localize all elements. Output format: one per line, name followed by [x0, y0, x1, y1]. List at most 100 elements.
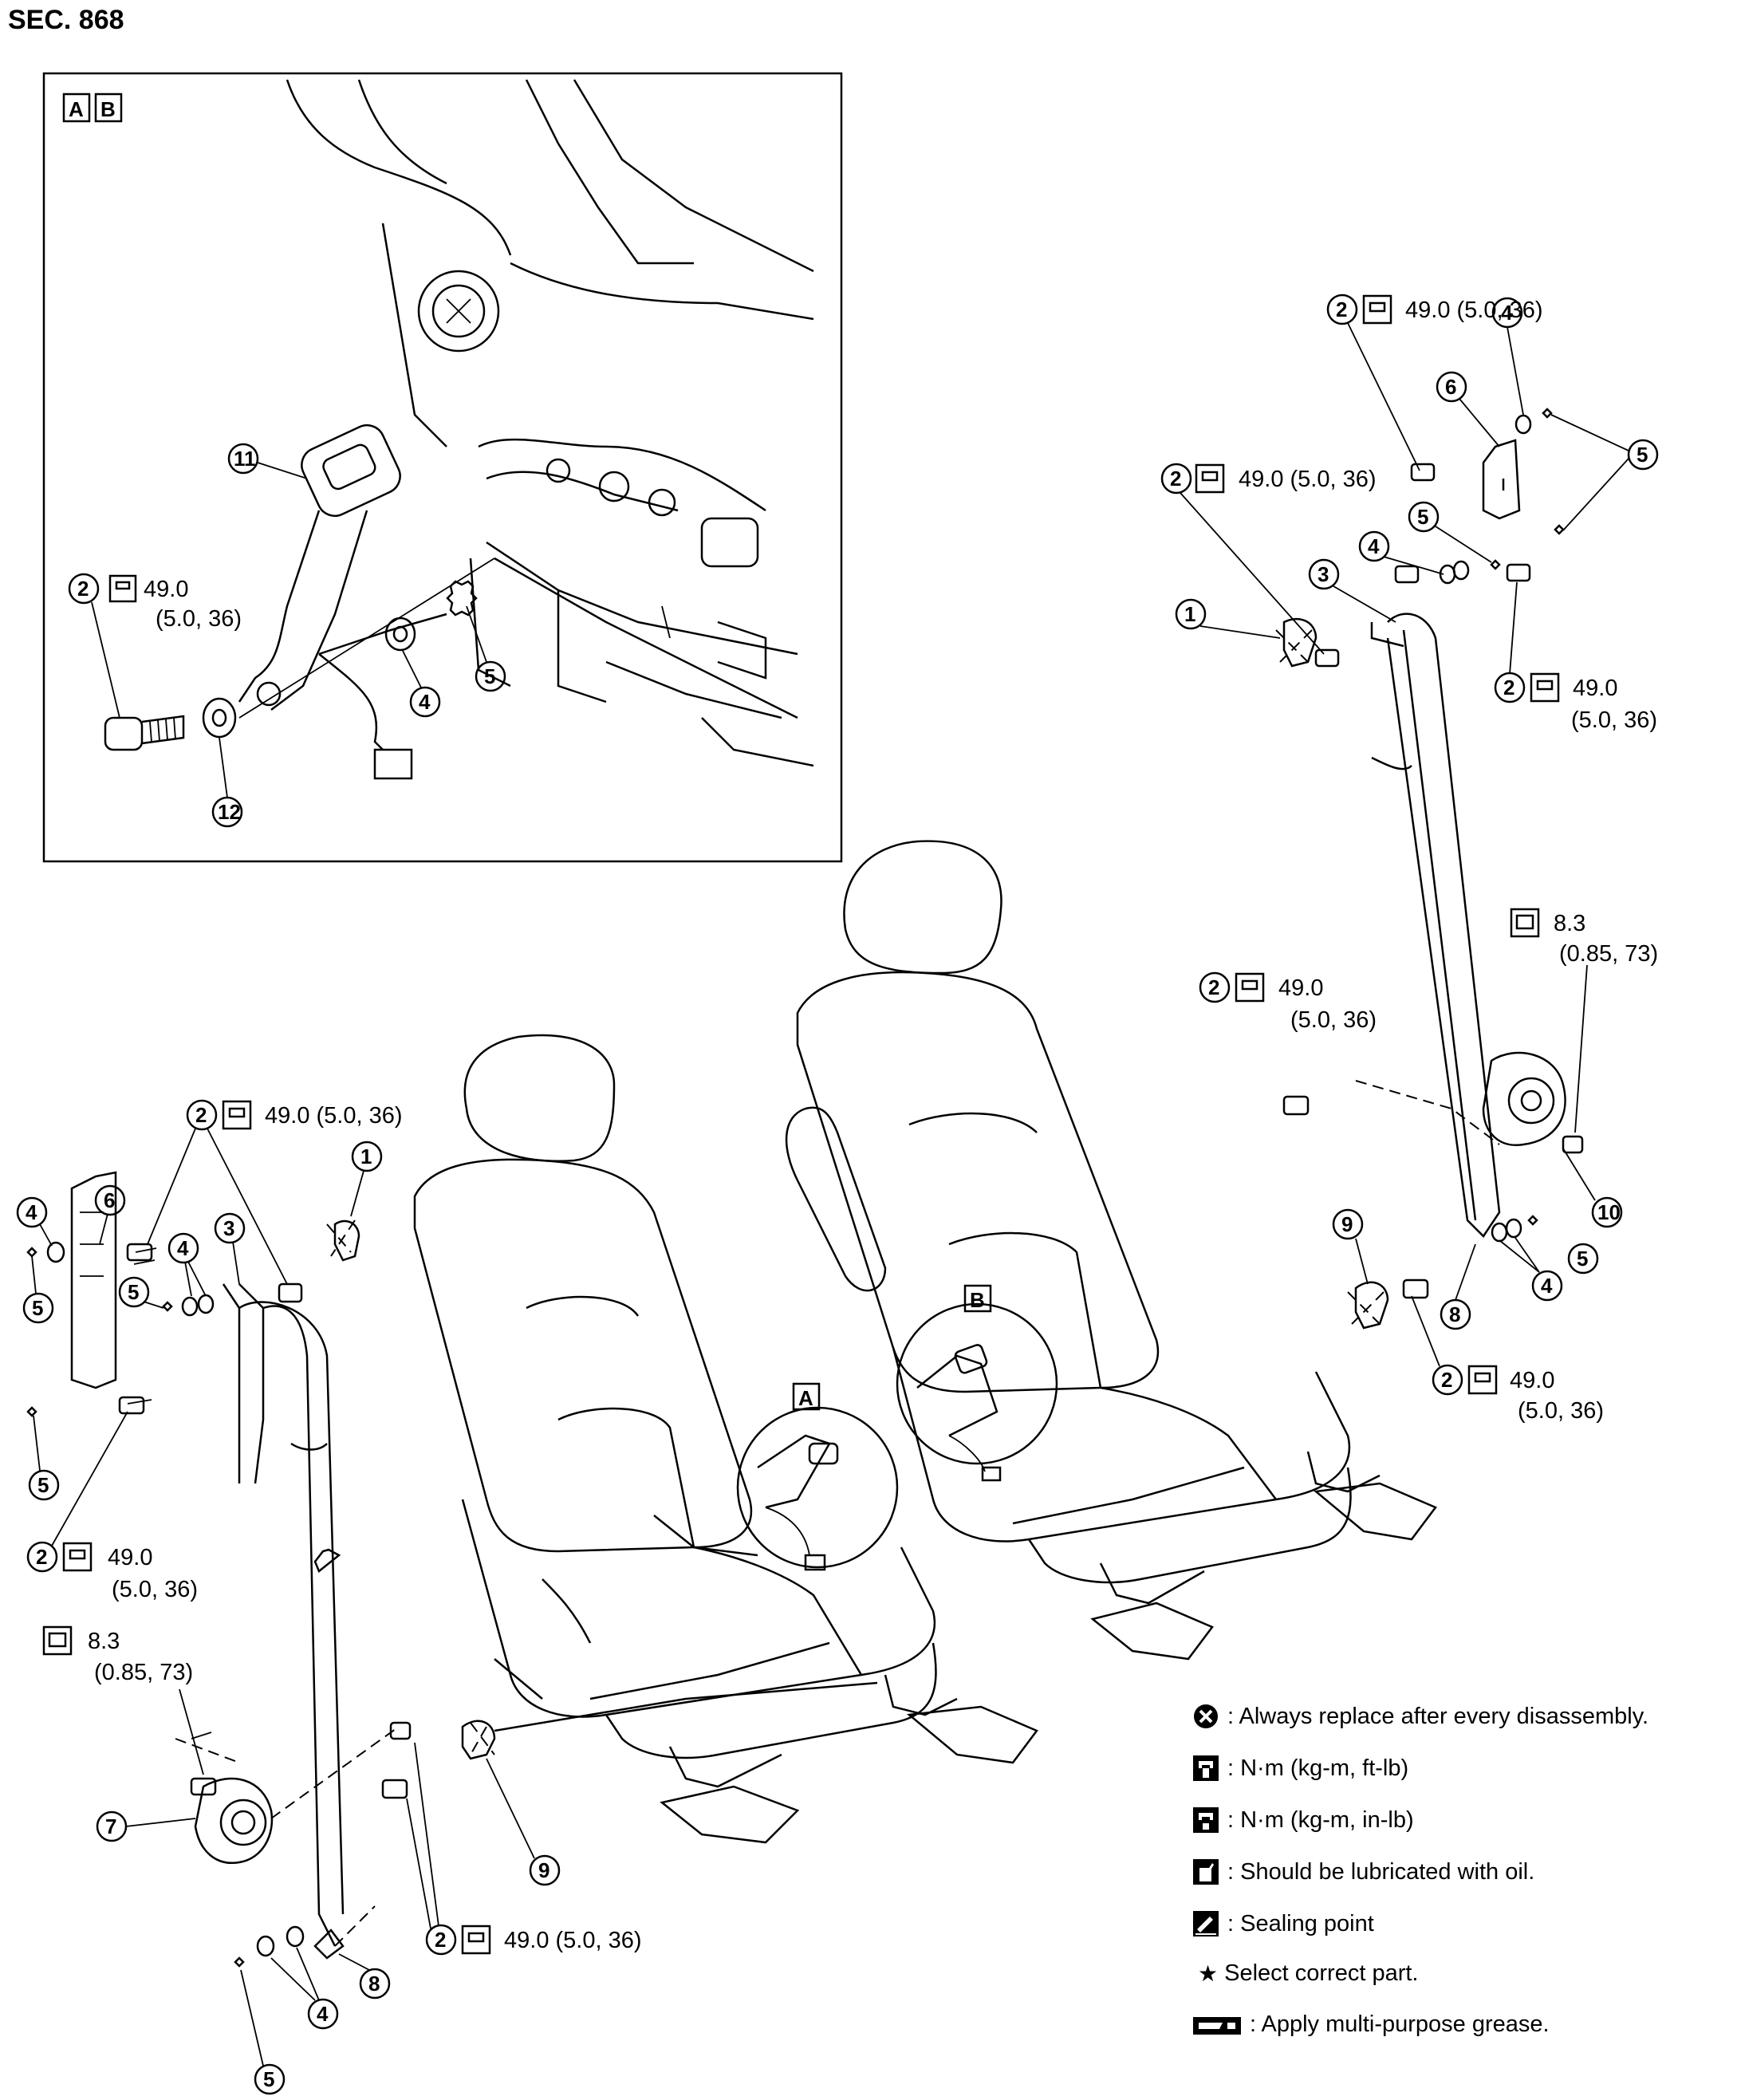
inset-bolt-assembly: [104, 558, 495, 751]
view-label-b: B: [970, 1288, 985, 1312]
torque-inset-paren: (5.0, 36): [156, 606, 242, 632]
callout-4-r2: 4: [1368, 534, 1380, 558]
legend-text-select: Select correct part.: [1224, 1960, 1419, 1986]
oil-can-icon: [1193, 1859, 1219, 1885]
right-callouts: 2 49.0 (5.0, 36) 4 6 5 2 49.0 (5.0, 36) …: [1160, 294, 1659, 1424]
callout-5-r1: 5: [1637, 443, 1648, 467]
right-seat: [785, 840, 1437, 1661]
torque-l-small-value: 8.3: [88, 1629, 120, 1654]
grease-icon: [1193, 2016, 1241, 2035]
view-label-b-box: [963, 1284, 992, 1313]
callout-5-l4: 5: [263, 2067, 274, 2091]
inset-label-b-box: [94, 93, 123, 123]
legend-row-select: ★ Select correct part.: [1198, 1960, 1418, 1987]
inset-buckle: [238, 424, 447, 780]
left-seat: [413, 1034, 1038, 1844]
callout-2-r2: 2: [1170, 467, 1181, 491]
inset-frame: [42, 72, 843, 863]
callout-2-l1: 2: [195, 1103, 207, 1127]
callout-3-l: 3: [223, 1216, 234, 1240]
inset-label-a: A: [69, 97, 84, 121]
view-circle-b: B: [896, 1284, 1058, 1482]
star-icon: ★: [1198, 1961, 1219, 1986]
legend-row-torque-in: : N·m (kg-m, in-lb): [1192, 1806, 1414, 1834]
callout-6-l: 6: [104, 1188, 115, 1212]
callout-1-r: 1: [1184, 602, 1195, 626]
torque-r5-value: 49.0: [1510, 1368, 1554, 1393]
torque-wrench-in-icon: [1193, 1807, 1219, 1833]
sealing-point-icon: [1193, 1911, 1219, 1936]
callout-1-l: 1: [360, 1145, 372, 1168]
legend-text-replace: : Always replace after every disassembly…: [1227, 1703, 1649, 1729]
legend-text-sealing: : Sealing point: [1227, 1910, 1374, 1936]
torque-l-small-paren: (0.85, 73): [94, 1660, 193, 1685]
inset-label-b: B: [100, 97, 116, 121]
callout-2-r1: 2: [1336, 297, 1347, 321]
callout-2-r3: 2: [1503, 676, 1514, 699]
section-label: SEC. 868: [8, 5, 124, 35]
callout-2-l2: 2: [36, 1545, 47, 1569]
callout-8-l: 8: [368, 1972, 380, 1996]
callout-5-r2: 5: [1417, 505, 1428, 529]
right-belt-assembly: [1275, 408, 1584, 1330]
inset-seat-drawing: [286, 79, 814, 767]
legend-text-torque-ft: : N·m (kg-m, ft-lb): [1227, 1755, 1409, 1781]
torque-r5-paren: (5.0, 36): [1518, 1398, 1604, 1424]
callout-8-r: 8: [1449, 1302, 1460, 1326]
callout-4-l1: 4: [26, 1200, 37, 1224]
legend-row-replace: : Always replace after every disassembly…: [1192, 1703, 1648, 1730]
always-replace-icon: [1194, 1704, 1218, 1728]
callout-5-l1: 5: [128, 1280, 139, 1304]
torque-l2-paren: (5.0, 36): [112, 1577, 198, 1602]
legend-row-grease: : Apply multi-purpose grease.: [1192, 2011, 1550, 2038]
callout-9-l: 9: [538, 1858, 549, 1882]
callout-4-r1: 4: [1501, 301, 1513, 325]
torque-l2-value: 49.0: [108, 1545, 152, 1570]
torque-r4-value: 49.0: [1278, 975, 1323, 1001]
callout-2-r4: 2: [1208, 975, 1219, 999]
left-callouts: 2 49.0 (5.0, 36) 1 4 6 5 4 3 5 5 2 49.0 …: [16, 1099, 642, 2095]
torque-r3-paren: (5.0, 36): [1571, 707, 1657, 733]
torque-wrench-ft-icon: [1193, 1755, 1219, 1781]
callout-4-l2: 4: [177, 1236, 189, 1260]
callout-5-inset: 5: [484, 664, 495, 688]
legend-row-sealing: : Sealing point: [1192, 1910, 1374, 1937]
callout-5-l3: 5: [37, 1473, 49, 1497]
legend-text-torque-in: : N·m (kg-m, in-lb): [1227, 1806, 1414, 1833]
callout-6-r1: 6: [1445, 375, 1456, 399]
callout-2-inset: 2: [77, 577, 89, 601]
torque-r-small-value: 8.3: [1554, 911, 1585, 936]
legend-row-oil: : Should be lubricated with oil.: [1192, 1858, 1534, 1885]
callout-12: 12: [218, 800, 241, 824]
legend-text-grease: : Apply multi-purpose grease.: [1250, 2011, 1550, 2037]
torque-l1: 49.0 (5.0, 36): [265, 1103, 403, 1129]
left-belt-small-parts: [26, 1219, 496, 1968]
left-belt-assembly: [70, 1171, 400, 1960]
torque-r4-paren: (5.0, 36): [1290, 1007, 1377, 1033]
torque-inset-value: 49.0: [144, 577, 188, 602]
torque-r3-value: 49.0: [1573, 676, 1617, 701]
torque-l3: 49.0 (5.0, 36): [504, 1928, 642, 1953]
legend-row-torque-ft: : N·m (kg-m, ft-lb): [1192, 1755, 1408, 1782]
callout-3-r: 3: [1318, 562, 1329, 586]
callout-2-r5: 2: [1441, 1368, 1452, 1392]
callout-7-l: 7: [105, 1814, 116, 1838]
inset-label-a-box: [62, 93, 91, 123]
callout-4-inset: 4: [419, 690, 431, 714]
callout-5-l2: 5: [32, 1296, 43, 1320]
callout-5-r3: 5: [1577, 1247, 1588, 1271]
callout-10-r: 10: [1597, 1200, 1621, 1224]
inset-callouts: 11 2 49.0 (5.0, 36) 12 4 5: [68, 443, 506, 828]
view-circle-a: A: [736, 1382, 899, 1571]
callout-4-r3: 4: [1541, 1274, 1553, 1298]
view-label-a-box: [792, 1382, 821, 1411]
callout-2-l3: 2: [435, 1928, 446, 1952]
callout-4-l3: 4: [317, 2002, 329, 2026]
torque-r-small-paren: (0.85, 73): [1559, 941, 1658, 967]
view-label-a: A: [798, 1386, 813, 1410]
torque-r2: 49.0 (5.0, 36): [1239, 467, 1377, 492]
callout-11: 11: [234, 447, 256, 471]
callout-9-r: 9: [1341, 1212, 1353, 1236]
